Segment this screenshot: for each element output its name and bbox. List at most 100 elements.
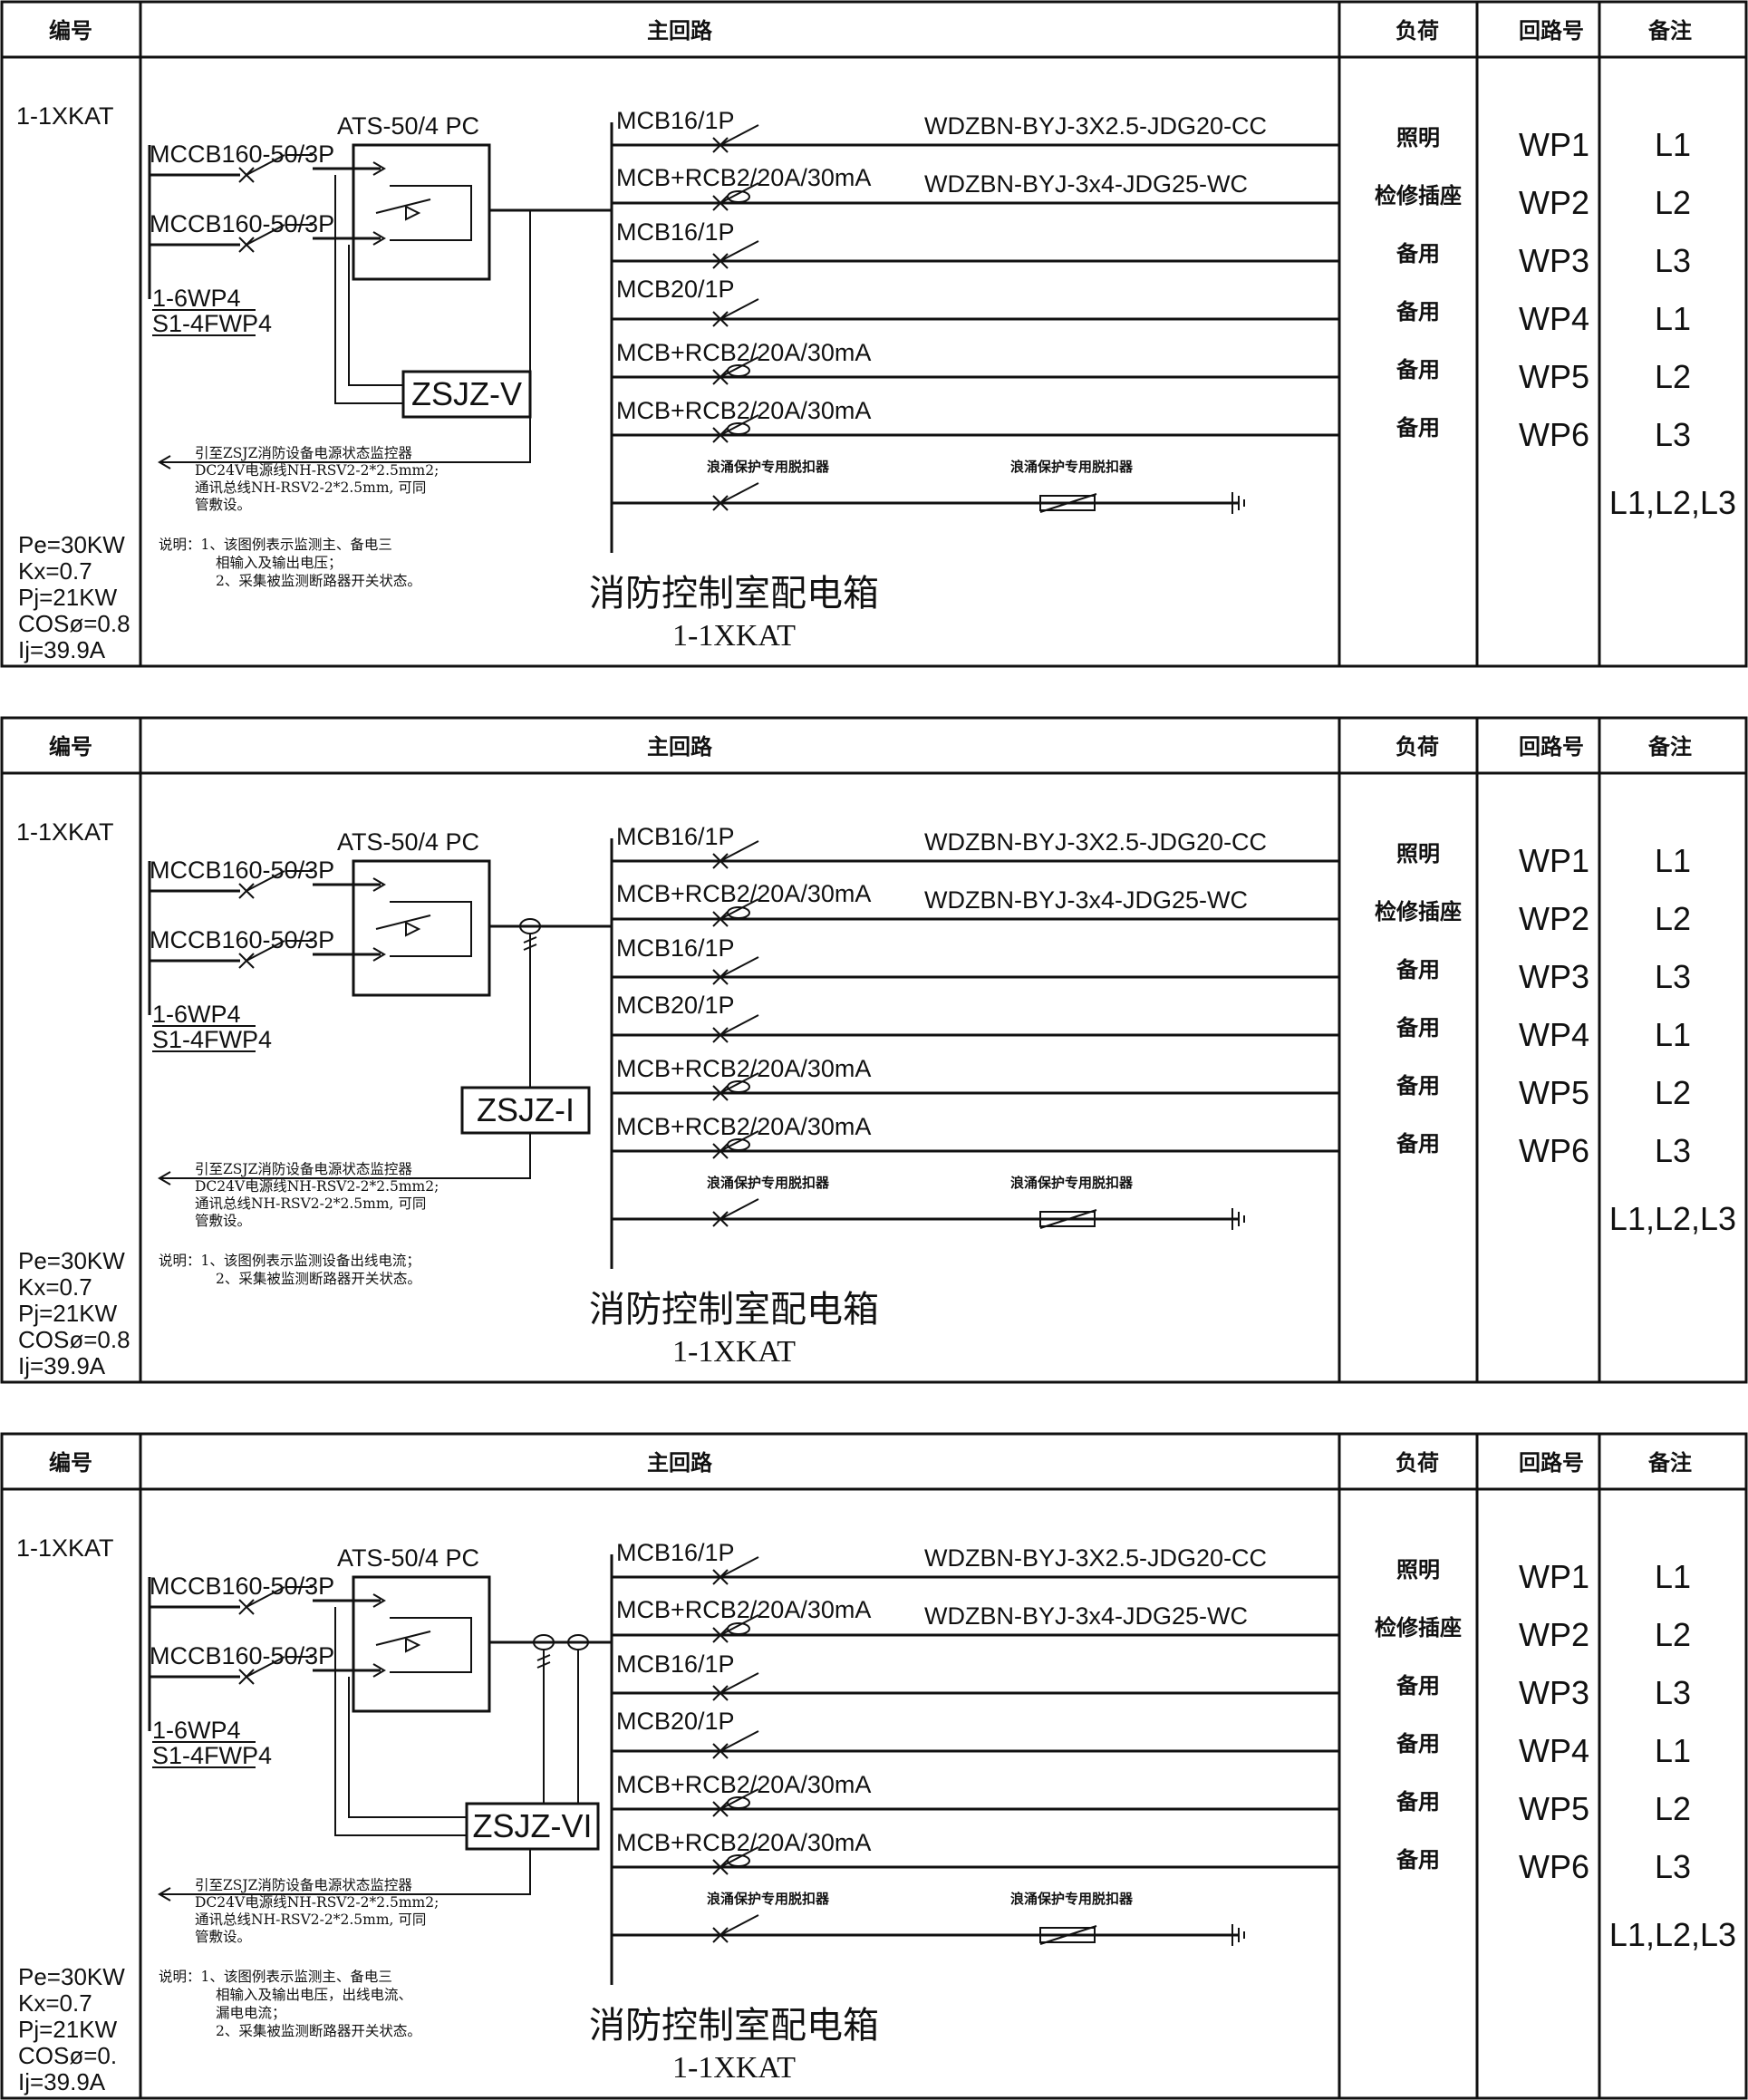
- panel-title: 消防控制室配电箱: [589, 573, 879, 615]
- header-number: 编号: [49, 734, 92, 760]
- breaker-label: MCB+RCB2/20A/30mA: [616, 1055, 871, 1082]
- breaker-symbol: [712, 1556, 759, 1585]
- load-calc-value: COSø=0.8: [18, 610, 130, 637]
- ats-label: ATS-50/4 PC: [337, 828, 479, 856]
- breaker-contact: [246, 224, 285, 246]
- explanation-note: 漏电电流；: [216, 2005, 286, 2021]
- rcd-symbol: [727, 364, 750, 377]
- load-label: 照明: [1396, 841, 1440, 866]
- circuit-number: WP4: [1519, 1016, 1589, 1053]
- load-label: 照明: [1396, 1557, 1440, 1582]
- breaker-contact: [719, 482, 759, 504]
- monitor-label: ZSJZ-VI: [473, 1807, 593, 1844]
- load-calc-value: Ij=39.9A: [18, 636, 106, 663]
- phase-label: L2: [1655, 1074, 1691, 1111]
- incomer-breaker-label: MCCB160-50/3P: [150, 210, 334, 237]
- wiring-note: 管敷设。: [195, 1928, 251, 1945]
- wiring-note: 通讯总线NH-RSV2-2*2.5mm, 可同: [195, 1911, 426, 1928]
- wiring-note: 引至ZSJZ消防设备电源状态监控器: [195, 445, 412, 461]
- wiring-note: 引至ZSJZ消防设备电源状态监控器: [195, 1877, 412, 1893]
- phase-label: L1: [1655, 1558, 1691, 1595]
- source-label: 1-6WP4: [152, 1001, 241, 1028]
- spd-label: 浪涌保护专用脱扣器: [1010, 1175, 1134, 1191]
- arrow-icon: [158, 455, 171, 469]
- breaker-contact: [246, 1586, 285, 1608]
- wiring-note: 管敷设。: [195, 496, 251, 513]
- breaker-contact: [719, 956, 759, 978]
- signal-wire: [161, 417, 531, 463]
- phase-label: L3: [1655, 1132, 1691, 1169]
- load-label: 备用: [1396, 357, 1440, 382]
- header-load: 负荷: [1396, 734, 1439, 760]
- breaker-label: MCB20/1P: [616, 276, 735, 303]
- header-circuit-no: 回路号: [1519, 18, 1584, 44]
- breaker-symbol: [712, 1072, 759, 1101]
- phase-label: L1: [1655, 300, 1691, 337]
- breaker-contact: [719, 356, 759, 378]
- header-remark: 备注: [1647, 734, 1692, 760]
- breaker-contact: [719, 1672, 759, 1694]
- breaker-contact: [719, 240, 759, 262]
- load-label: 备用: [1396, 1131, 1440, 1156]
- load-label: 备用: [1396, 1731, 1440, 1756]
- phase-label: L1: [1655, 126, 1691, 163]
- monitor-sense-wire: [334, 175, 403, 404]
- surge-protector-icon: [1039, 1211, 1096, 1227]
- breaker-contact: [719, 1614, 759, 1636]
- ats-switch: [390, 901, 472, 957]
- incomer-breaker-label: MCCB160-50/3P: [150, 926, 334, 953]
- header-number: 编号: [49, 1450, 92, 1476]
- load-calc-value: Pj=21KW: [18, 1300, 118, 1327]
- explanation-note: 相输入及输出电压，出线电流、: [216, 1987, 412, 2003]
- circuit-number: WP5: [1519, 1074, 1589, 1111]
- breaker-symbol: [712, 1198, 759, 1227]
- breaker-label: MCB20/1P: [616, 1708, 735, 1735]
- spd-label: 浪涌保护专用脱扣器: [1010, 1891, 1134, 1907]
- ct-hatch: [536, 1661, 551, 1669]
- load-calc-value: Kx=0.7: [18, 1989, 92, 2017]
- ats-label: ATS-50/4 PC: [337, 112, 479, 140]
- explanation-note: 2、采集被监测断路器开关状态。: [216, 2023, 421, 2039]
- breaker-label: MCB16/1P: [616, 934, 735, 962]
- header-circuit-no: 回路号: [1519, 734, 1584, 760]
- header-remark: 备注: [1647, 1450, 1692, 1476]
- circuit-number: WP5: [1519, 358, 1589, 395]
- arrow-icon: [372, 1593, 386, 1608]
- spd-phase-label: L1,L2,L3: [1609, 1200, 1736, 1237]
- header-main-circuit: 主回路: [647, 1450, 713, 1476]
- breaker-symbol: [712, 898, 759, 927]
- wiring-note: 引至ZSJZ消防设备电源状态监控器: [195, 1161, 412, 1177]
- header-circuit-no: 回路号: [1519, 1450, 1584, 1476]
- breaker-symbol: [712, 956, 759, 985]
- load-label: 备用: [1396, 299, 1440, 324]
- circuit-number: WP6: [1519, 1848, 1589, 1885]
- breaker-symbol: [712, 298, 759, 327]
- breaker-contact: [719, 1198, 759, 1220]
- circuit-number: WP6: [1519, 1132, 1589, 1169]
- load-label: 备用: [1396, 957, 1440, 982]
- load-calc-value: COSø=0.: [18, 2042, 117, 2069]
- phase-label: L3: [1655, 242, 1691, 279]
- phase-label: L2: [1655, 900, 1691, 937]
- load-label: 备用: [1396, 1847, 1440, 1873]
- rcd-symbol: [727, 1138, 750, 1151]
- breaker-label: MCB+RCB2/20A/30mA: [616, 880, 871, 907]
- panel-frame: [0, 1432, 1748, 2100]
- circuit-number: WP3: [1519, 242, 1589, 279]
- cable-label: WDZBN-BYJ-3X2.5-JDG20-CC: [924, 1544, 1267, 1572]
- signal-wire: [161, 1849, 531, 1895]
- ats-indicator-icon: [405, 921, 421, 937]
- load-calc-value: Pj=21KW: [18, 584, 118, 611]
- circuit-number: WP1: [1519, 1558, 1589, 1595]
- arrow-icon: [372, 231, 386, 246]
- breaker-symbol: [712, 1730, 759, 1759]
- rcd-symbol: [727, 190, 750, 203]
